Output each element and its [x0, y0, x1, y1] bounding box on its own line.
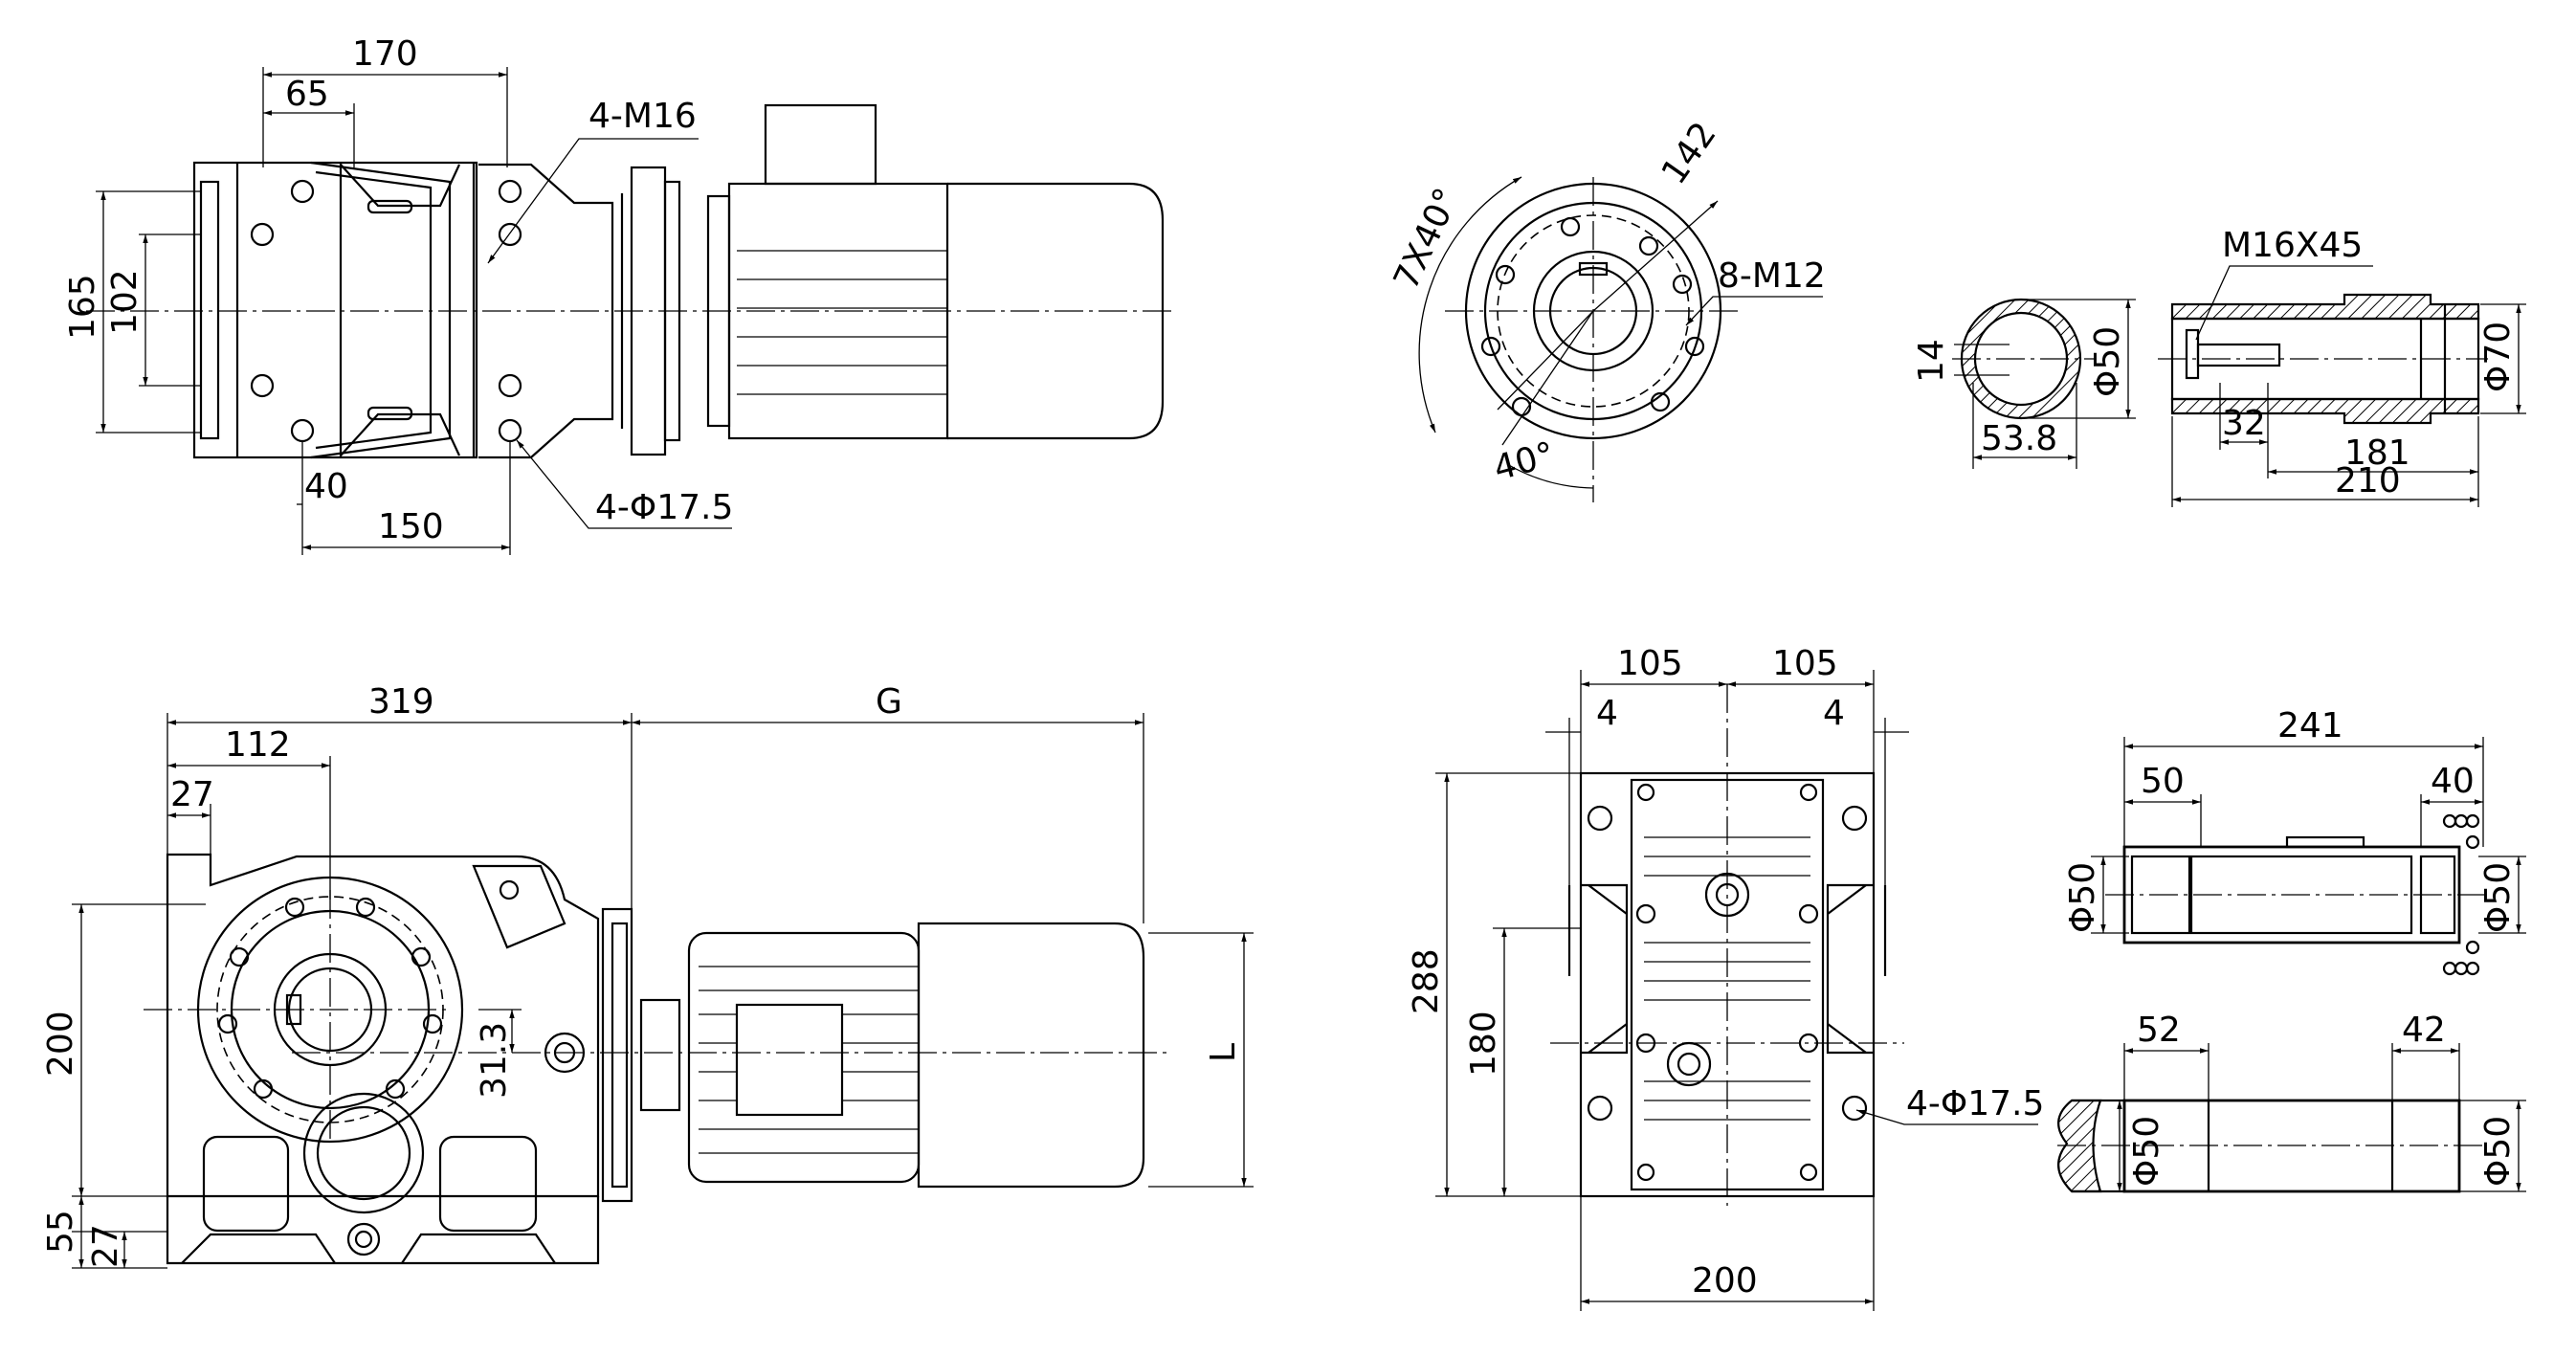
dim-d50-left-a: Φ50 — [2063, 862, 2102, 933]
dim-4-right: 4 — [1823, 694, 1845, 733]
dim-105-left: 105 — [1617, 644, 1683, 683]
dim-31-3: 31.3 — [475, 1022, 514, 1099]
angle-40: 40° — [1490, 435, 1559, 489]
solid-shaft: 52 42 Φ50 Φ50 — [2057, 1011, 2526, 1193]
dim-d50-right-b: Φ50 — [2478, 1116, 2518, 1187]
dim-14: 14 — [1912, 339, 1951, 383]
flange-end-view: 142 7X40° 8-M12 40° — [1387, 115, 1826, 502]
seal-rings — [2442, 813, 2480, 976]
dim-d50-left-b: Φ50 — [2127, 1116, 2166, 1187]
dim-241: 241 — [2277, 706, 2343, 745]
dim-4-left: 4 — [1596, 694, 1618, 733]
dim-55: 55 — [41, 1210, 80, 1254]
dim-200-front: 200 — [1692, 1261, 1758, 1300]
dim-150: 150 — [378, 507, 444, 546]
hollow-shaft-section: 14 Φ50 53.8 — [1912, 298, 2136, 469]
dim-d50-shaft: Φ50 — [2088, 326, 2127, 397]
dim-27-bottom: 27 — [86, 1224, 125, 1268]
dim-27-top: 27 — [170, 775, 214, 814]
thread-4-M16: 4-M16 — [588, 97, 697, 136]
dim-288: 288 — [1407, 948, 1446, 1014]
dim-32: 32 — [2222, 404, 2266, 443]
dim-200-side: 200 — [41, 1011, 80, 1077]
dim-319: 319 — [368, 682, 434, 722]
dim-170: 170 — [352, 34, 418, 74]
dim-165: 165 — [63, 274, 102, 340]
dim-180: 180 — [1464, 1011, 1503, 1077]
dim-52: 52 — [2137, 1011, 2181, 1050]
dim-142: 142 — [1654, 115, 1724, 191]
side-view-bolt-holes — [217, 897, 443, 1100]
hole-4-d17-5: 4-Φ17.5 — [595, 488, 733, 527]
front-view: 105 105 4 4 288 180 4-Φ17.5 200 — [1407, 644, 2044, 1311]
top-view: 170 65 165 102 40 150 4-M16 4-Φ17.5 — [63, 34, 1177, 555]
side-view: 319 G 112 27 200 31.3 L 55 27 — [41, 682, 1254, 1269]
shaft-with-seals: 241 50 40 Φ50 Φ50 — [2063, 706, 2526, 976]
dim-40-right: 40 — [2431, 762, 2475, 801]
dim-53-8: 53.8 — [1981, 419, 2057, 458]
thread-8-M12: 8-M12 — [1718, 256, 1826, 296]
dim-50-left: 50 — [2141, 762, 2185, 801]
dim-42: 42 — [2402, 1011, 2446, 1050]
dim-G: G — [876, 682, 902, 722]
top-view-bolt-holes — [250, 179, 522, 443]
hole-4-d17-5-front: 4-Φ17.5 — [1906, 1084, 2044, 1123]
thread-M16X45: M16X45 — [2222, 226, 2363, 265]
dim-102: 102 — [105, 269, 144, 335]
dim-65: 65 — [285, 75, 329, 114]
shaft-long-section: Φ70 M16X45 32 181 210 — [2158, 226, 2526, 507]
dim-L: L — [1204, 1043, 1243, 1062]
dim-40: 40 — [304, 467, 348, 506]
dim-210: 210 — [2335, 461, 2401, 500]
dim-d50-right-a: Φ50 — [2478, 862, 2518, 933]
dim-d70: Φ70 — [2478, 322, 2518, 392]
dim-105-right: 105 — [1772, 644, 1838, 683]
dim-181: 181 — [2344, 433, 2410, 473]
dim-112: 112 — [225, 725, 291, 765]
